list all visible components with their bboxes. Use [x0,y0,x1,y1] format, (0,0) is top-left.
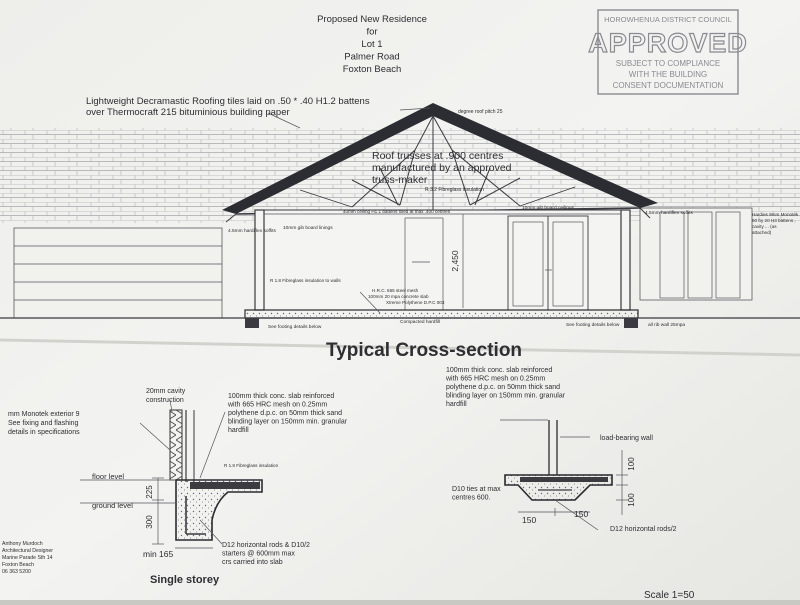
ceiling-battens-label: 40mm ceiling H1.1 battens fixed at max .… [343,209,451,214]
slab-label: 100mm 20 mpa concrete slab [368,294,429,299]
stamp-line-3: CONSENT DOCUMENTATION [613,81,724,90]
monotek-note: mm Monotek exterior 9 See fixing and flas… [8,411,80,436]
truss-note-line: truss-maker [372,174,428,186]
footing-left-label: See footing details below [268,324,322,330]
left-slab-spec: 100mm thick conc. slab reinforced with 66… [227,393,348,434]
title-block-line: Foxton Beach [343,64,402,75]
right-wing-elevation [639,207,753,301]
ld-rods-line: crs carried into slab [222,559,283,566]
designer-line: 06 363 5200 [2,569,31,575]
insulation-r32-label: R 3.2 Fibreglass insulation [425,187,484,193]
title-block-line: Proposed New Residence [317,14,427,25]
soffit-left-label: 4.5mm hardiflex soffits [228,228,277,234]
all-rib-label: all rib wall 25mpa [648,322,685,328]
ld-monotek-line: See fixing and flashing [8,420,79,427]
dim-300: 300 [145,515,154,529]
rd-slab-line: blinding layer on 150mm min. granular [446,393,566,400]
designer-line: Marine Parade Sth 14 [2,555,53,561]
hardies-line: Hardies 9mm Monotek [752,212,799,217]
roof-note-line: over Thermocraft 215 bituminious buildin… [86,107,290,118]
rd-slab-line: polythene d.p.c. on 50mm thick sand [446,384,560,391]
truss-note-line: Roof trusses at .900 centres [372,150,503,162]
wall-insulation-label: R 1.8 Fibreglass insulation to walls [270,278,341,283]
ld-rods-line: D12 horizontal rods & D10/2 [222,542,310,549]
stamp-line-2: WITH THE BUILDING [629,70,708,79]
ld-monotek-line: mm Monotek exterior 9 [8,411,80,418]
dim-225: 225 [145,485,154,499]
mesh-label: H.R.C. 665 steel mesh [372,288,419,293]
hardfill-label: Compacted hardfill [400,319,440,325]
left-rods-note: D12 horizontal rods & D10/2 starters @ 60… [222,542,310,566]
scale-label: Scale 1=50 [644,590,695,600]
ld-rods-line: starters @ 600mm max [222,551,295,558]
leader-lines [267,107,431,314]
left-footing-detail [80,399,263,549]
designer-line: Anthony Murdoch [2,541,43,547]
single-storey-caption: Single storey [150,574,220,586]
dpc-label: Xtreme Polythene D.P.C 003 [386,300,445,305]
soffit-right-label: 4.5mm hardiflex soffits [645,210,694,216]
ties-note: D10 ties at max centres 600. [452,486,501,502]
hardies-line: 50 by 20 H3 battens [752,218,794,223]
dim-150-left: 150 [522,515,536,525]
dim-150-right: 150 [574,509,588,519]
rd-slab-line: 100mm thick conc. slab reinforced [446,367,552,374]
floor-level-label: floor level [92,472,124,481]
hardies-line: attached) [752,230,772,235]
rd-slab-line: with 665 HRC mesh on 0.25mm [445,376,545,383]
dim-100-top: 100 [627,457,636,471]
garage-door [13,227,223,319]
ld-cavity-line: construction [146,397,184,404]
ld-slab-line: 100mm thick conc. slab reinforced [228,393,334,400]
hardies-line: cavity ... (as [752,224,777,229]
brick-elevation [0,128,800,223]
gib-right-label: 10mm gib board ceilings [522,205,575,211]
roof-note-line: Lightweight Decramastic Roofing tiles la… [86,96,370,107]
paper-fold [0,338,800,357]
right-rods-label: D12 horizontal rods/2 [610,526,677,533]
ld-slab-line: with 665 HRC mesh on 0.25mm [227,402,327,409]
roof-pitch-label: degree roof pitch 25 [458,109,503,115]
ld-slab-line: hardfill [228,427,249,434]
stamp-approved: APPROVED [588,28,748,58]
floor-slab [0,309,800,328]
ld-slab-line: polythene d.p.c. on 50mm thick sand [228,410,342,417]
rd-slab-line: hardfill [446,401,467,408]
ld-cavity-line: 20mm cavity [146,388,186,395]
ground-level-label: ground level [92,501,133,510]
left-insulation-label: R 1.8 Fibreglass insulation [224,463,279,468]
designer-line: Architectural Designer [2,548,53,554]
footing-right-label: See footing details below [566,322,620,328]
height-label: 2,450 [450,250,460,272]
designer-line: Foxton Beach [2,562,34,568]
section-walls [254,209,631,311]
roof-note: Lightweight Decramastic Roofing tiles la… [86,96,370,118]
stamp-line-1: SUBJECT TO COMPLIANCE [616,59,720,68]
dim-100-bottom: 100 [627,493,636,507]
approval-stamp: HOROWHENUA DISTRICT COUNCIL APPROVED SUB… [588,9,748,95]
rd-ties-line: D10 ties at max [452,486,501,493]
ld-slab-line: blinding layer on 150mm min. granular [228,419,348,426]
gib-left-label: 10mm gib board linings [283,225,333,231]
right-slab-spec: 100mm thick conc. slab reinforced with 66… [445,367,566,408]
stamp-council: HOROWHENUA DISTRICT COUNCIL [604,15,732,24]
title-block-line: for [366,27,377,38]
dim-165: min 165 [143,549,174,559]
cavity-note: 20mm cavity construction [146,388,186,404]
ld-monotek-line: details in specifications [8,429,80,436]
rd-ties-line: centres 600. [452,495,491,502]
right-footing-detail [500,419,628,531]
title-block-line: Palmer Road [344,52,399,63]
truss-note-line: manufactured by an approved [372,162,512,174]
title-block-line: Lot 1 [361,39,382,50]
load-wall-label: load-bearing wall [600,435,653,442]
section-heading: Typical Cross-section [326,340,522,361]
